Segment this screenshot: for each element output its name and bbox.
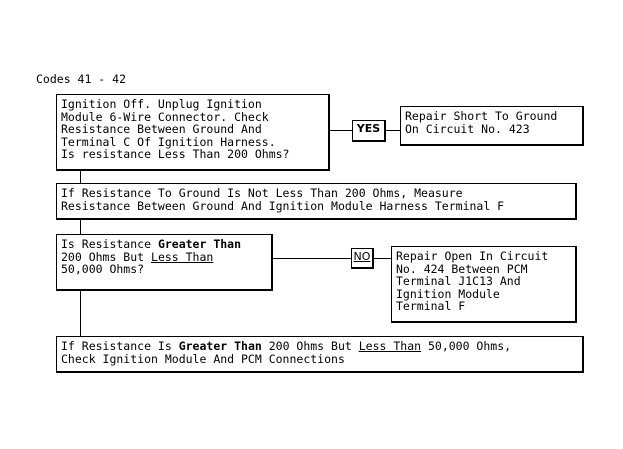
connector-step1-step2 <box>80 170 81 183</box>
step3-emphasis-less: Less Than <box>151 249 214 264</box>
step3-text-a: Is Resistance <box>61 237 158 251</box>
step2-box: If Resistance To Ground Is Not Less Than… <box>56 183 577 220</box>
step4-emphasis-less: Less Than <box>358 339 422 353</box>
step3-box: Is Resistance Greater Than 200 Ohms But … <box>56 234 273 291</box>
step3-text-c: 200 Ohms But <box>61 249 145 264</box>
connector-no-result <box>374 258 391 259</box>
step4-text-c: 200 Ohms But <box>261 339 359 353</box>
yes-label: YES <box>352 120 386 142</box>
step3-emphasis-greater: Greater Than <box>157 237 242 251</box>
step4-emphasis-greater: Greater Than <box>178 339 262 353</box>
no-result-box: Repair Open In Circuit No. 424 Between P… <box>391 246 577 323</box>
step4-text-e: 50,000 Ohms, Check Ignition Module And P… <box>61 339 512 366</box>
connector-step3-no <box>272 258 351 259</box>
yes-result-box: Repair Short To Ground On Circuit No. 42… <box>400 106 584 146</box>
no-label: NO <box>351 248 374 269</box>
step4-text-a: If Resistance Is <box>61 339 179 353</box>
connector-step3-step4 <box>80 290 81 338</box>
step4-box: If Resistance Is Greater Than 200 Ohms B… <box>56 336 584 373</box>
step1-box: Ignition Off. Unplug Ignition Module 6-W… <box>56 94 330 171</box>
diagram-title: Codes 41 - 42 <box>36 72 127 86</box>
connector-yes-result <box>386 130 400 131</box>
connector-step2-step3 <box>80 219 81 236</box>
connector-step1-yes <box>330 130 352 131</box>
step3-text-e: 50,000 Ohms? <box>61 262 145 276</box>
